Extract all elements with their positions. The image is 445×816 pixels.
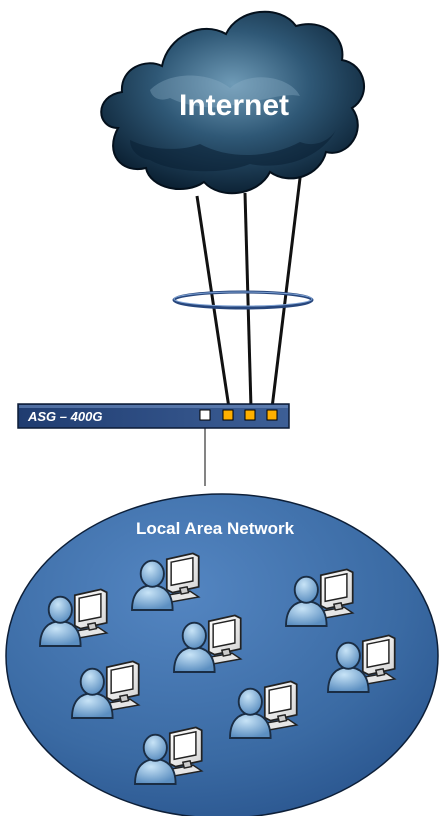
device-label: ASG – 400G bbox=[27, 409, 102, 424]
wan-links bbox=[195, 169, 303, 409]
cloud-icon bbox=[100, 10, 365, 195]
lan-port bbox=[199, 409, 211, 421]
internet-label: Internet bbox=[179, 89, 289, 122]
lan-label: Local Area Network bbox=[136, 519, 295, 538]
wan-link-3 bbox=[270, 169, 303, 409]
wan-port-2 bbox=[244, 409, 256, 421]
asg-device: ASG – 400G bbox=[17, 403, 290, 429]
wan-port-3 bbox=[266, 409, 278, 421]
wan-link-2 bbox=[243, 192, 253, 409]
wan-link-1 bbox=[195, 195, 231, 409]
internet-cloud: Internet bbox=[100, 10, 365, 195]
wan-port-1 bbox=[222, 409, 234, 421]
link-aggregation-ring-icon bbox=[172, 290, 314, 310]
